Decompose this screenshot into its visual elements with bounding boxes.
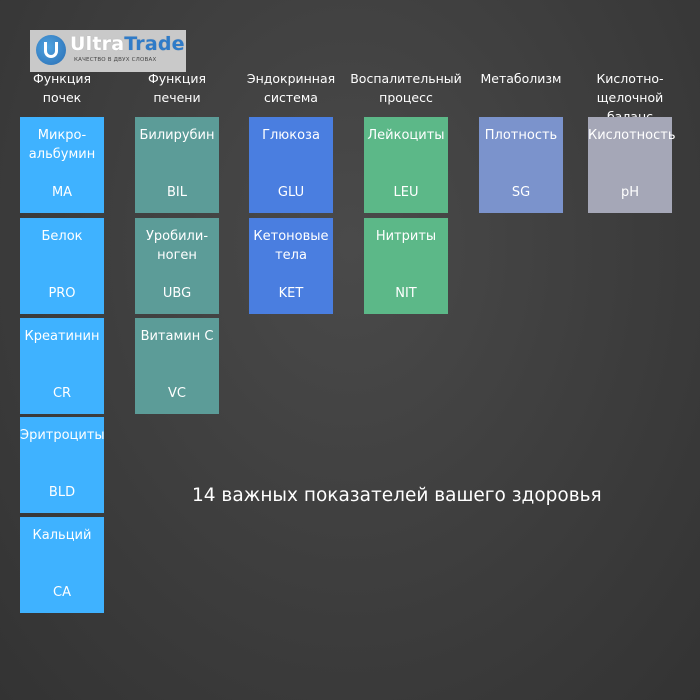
- column-header: Функция почек: [32, 71, 92, 105]
- indicator-name: Нитриты: [375, 229, 437, 244]
- indicator-name: Кетоновые тела: [253, 229, 329, 263]
- indicator-name: Плотность: [484, 128, 558, 143]
- indicator-code: UBG: [162, 286, 192, 301]
- indicator-name: Микро- альбумин: [28, 128, 96, 162]
- column-header: Метаболизм: [480, 71, 562, 86]
- indicator-code: BIL: [167, 185, 187, 200]
- indicator-code: pH: [620, 185, 640, 200]
- indicator-name: Белок: [41, 229, 83, 244]
- indicator-code: CR: [52, 386, 72, 401]
- logo-wordmark: UltraTrade: [70, 33, 185, 55]
- indicator-name: Кислотность: [588, 128, 676, 143]
- indicator-code: SG: [511, 185, 531, 200]
- indicator-card: Кислотность pH: [588, 117, 676, 213]
- indicator-code: GLU: [277, 185, 305, 200]
- indicator-name: Витамин С: [140, 329, 214, 344]
- indicator-code: PRO: [48, 286, 76, 301]
- page-title: 14 важных показателей вашего здоровья: [192, 485, 602, 506]
- logo-u-icon: [36, 35, 66, 65]
- indicator-code: CA: [53, 585, 71, 600]
- ultratrade-logo: UltraTrade КАЧЕСТВО В ДВУХ СЛОВАХ: [30, 30, 186, 72]
- indicator-code: NIT: [395, 286, 417, 301]
- column-header: Эндокринная система: [246, 71, 336, 105]
- indicator-code: LEU: [393, 185, 419, 200]
- indicator-code: BLD: [48, 485, 76, 500]
- column-header: Функция печени: [147, 71, 207, 105]
- indicator-code: KET: [278, 286, 304, 301]
- indicator-name: Креатинин: [24, 329, 100, 344]
- indicator-code: MA: [51, 185, 73, 200]
- indicator-code: VC: [168, 386, 186, 401]
- logo-tagline: КАЧЕСТВО В ДВУХ СЛОВАХ: [74, 57, 157, 63]
- column-header: Воспалительный процесс: [350, 71, 462, 105]
- indicator-name: Билирубин: [139, 128, 215, 143]
- indicator-name: Лейкоциты: [367, 128, 445, 143]
- indicator-card: Витамин С VC: [135, 318, 219, 414]
- indicator-name: Глюкоза: [262, 128, 320, 143]
- indicator-name: Кальций: [32, 528, 92, 543]
- indicator-name: Уробили- ноген: [145, 229, 209, 263]
- indicator-name: Эритроциты: [20, 428, 105, 443]
